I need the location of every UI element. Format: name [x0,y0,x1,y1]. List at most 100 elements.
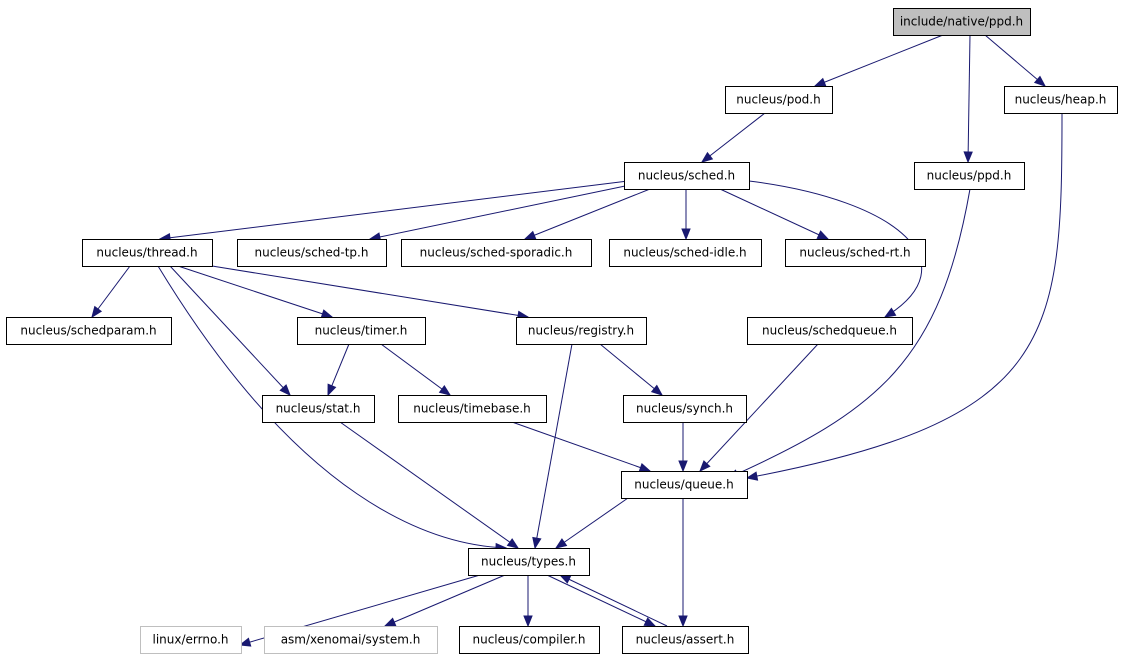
node-box [623,395,747,423]
edge-line [169,265,291,396]
edge-nucleus-timer-to-nucleus-timebase [380,343,452,396]
node-nucleus-ppd[interactable]: nucleus/ppd.h [914,162,1025,190]
node-nucleus-heap[interactable]: nucleus/heap.h [1004,86,1118,114]
arrowhead [699,460,711,472]
arrowhead [638,463,652,472]
node-label: nucleus/thread.h [96,246,197,260]
node-nucleus-thread[interactable]: nucleus/thread.h [82,239,213,267]
edge-nucleus-sched-to-nucleus-schedqueue [748,180,922,318]
edge-line [699,343,819,472]
node-box [725,86,833,114]
edge-line [534,343,573,549]
edge-nucleus-sched-to-nucleus-sched-rt [719,188,830,240]
node-label: nucleus/pod.h [736,93,820,107]
arrowhead [523,230,537,240]
edge-nucleus-pod-to-nucleus-sched [700,112,766,163]
node-label: nucleus/compiler.h [473,633,586,647]
edge-nucleus-thread-to-nucleus-schedparam [91,265,131,319]
node-nucleus-sched[interactable]: nucleus/sched.h [624,162,750,190]
node-nucleus-timebase[interactable]: nucleus/timebase.h [398,395,547,423]
edge-line [177,265,333,318]
edge-line [599,343,663,396]
node-nucleus-stat[interactable]: nucleus/stat.h [262,395,375,423]
node-label: nucleus/stat.h [276,402,361,416]
node-box [6,317,172,345]
edge-line [159,180,629,240]
node-label: nucleus/sched-idle.h [623,246,746,260]
node-nucleus-pod[interactable]: nucleus/pod.h [725,86,833,114]
edge-nucleus-thread-to-nucleus-timer [177,265,334,319]
edge-line [719,188,829,240]
arrowhead [438,384,452,396]
node-nucleus-queue[interactable]: nucleus/queue.h [621,471,748,499]
node-nucleus-synch[interactable]: nucleus/synch.h [623,395,747,423]
node-box [237,239,387,267]
node-label: nucleus/sched-tp.h [255,246,369,260]
edge-nucleus-sched-to-nucleus-thread [158,180,629,243]
node-label: nucleus/sched.h [638,169,735,183]
node-box [1004,86,1118,114]
node-label: include/native/ppd.h [900,15,1023,29]
node-label: nucleus/schedqueue.h [762,324,897,338]
edge-nucleus-thread-to-nucleus-stat [169,265,291,396]
node-box [140,626,242,654]
node-box [893,8,1031,36]
edge-line [748,180,922,318]
node-nucleus-compiler[interactable]: nucleus/compiler.h [459,626,600,654]
node-nucleus-sched-rt[interactable]: nucleus/sched-rt.h [785,239,926,267]
node-box [785,239,926,267]
edge-nucleus-timer-to-nucleus-stat [327,343,350,397]
node-box [747,317,913,345]
edge-line [967,34,971,163]
node-nucleus-registry[interactable]: nucleus/registry.h [516,317,647,345]
node-box [516,317,647,345]
node-label: linux/errno.h [152,633,228,647]
node-linux-errno[interactable]: linux/errno.h [140,626,242,654]
edge-include-native-ppd-to-nucleus-heap [984,34,1047,87]
node-label: asm/xenomai/system.h [281,633,421,647]
edge-nucleus-queue-to-nucleus-types [554,497,629,549]
node-box [401,239,592,267]
node-nucleus-assert[interactable]: nucleus/assert.h [622,626,749,654]
node-nucleus-sched-tp[interactable]: nucleus/sched-tp.h [237,239,387,267]
edge-line [546,574,656,627]
node-box [468,548,590,576]
node-label: nucleus/heap.h [1015,93,1107,107]
edge-line [555,497,629,549]
edge-nucleus-assert-to-nucleus-types [558,574,668,627]
edge-line [701,112,766,163]
node-nucleus-sched-sporadic[interactable]: nucleus/sched-sporadic.h [401,239,592,267]
arrowhead [643,617,657,627]
node-include-native-ppd[interactable]: include/native/ppd.h [893,8,1031,36]
node-box [609,239,762,267]
node-label: nucleus/timer.h [315,324,408,338]
node-label: nucleus/registry.h [528,324,634,338]
node-nucleus-schedqueue[interactable]: nucleus/schedqueue.h [747,317,913,345]
edge-include-native-ppd-to-nucleus-pod [813,34,944,87]
node-box [459,626,600,654]
node-nucleus-types[interactable]: nucleus/types.h [468,548,590,576]
arrowhead [745,471,759,481]
arrowhead [1033,75,1047,87]
arrowhead [700,151,714,163]
node-label: nucleus/queue.h [634,478,733,492]
node-label: nucleus/synch.h [636,402,733,416]
edge-line [559,574,668,627]
arrowhead [383,617,397,627]
node-asm-xenomai-system[interactable]: asm/xenomai/system.h [264,626,438,654]
arrowhead [883,307,897,318]
arrowhead [238,637,252,647]
edge-line [384,574,506,627]
edge-line [369,184,631,240]
node-nucleus-schedparam[interactable]: nucleus/schedparam.h [6,317,172,345]
edge-nucleus-schedqueue-to-nucleus-queue [699,343,819,472]
edge-nucleus-types-to-nucleus-compiler [523,575,533,628]
node-nucleus-timer[interactable]: nucleus/timer.h [297,317,426,345]
arrowhead [650,384,664,396]
edge-line [339,421,519,549]
node-nucleus-sched-idle[interactable]: nucleus/sched-idle.h [609,239,762,267]
arrowhead [320,309,334,319]
edge-line [814,34,944,87]
arrowhead [816,230,830,240]
